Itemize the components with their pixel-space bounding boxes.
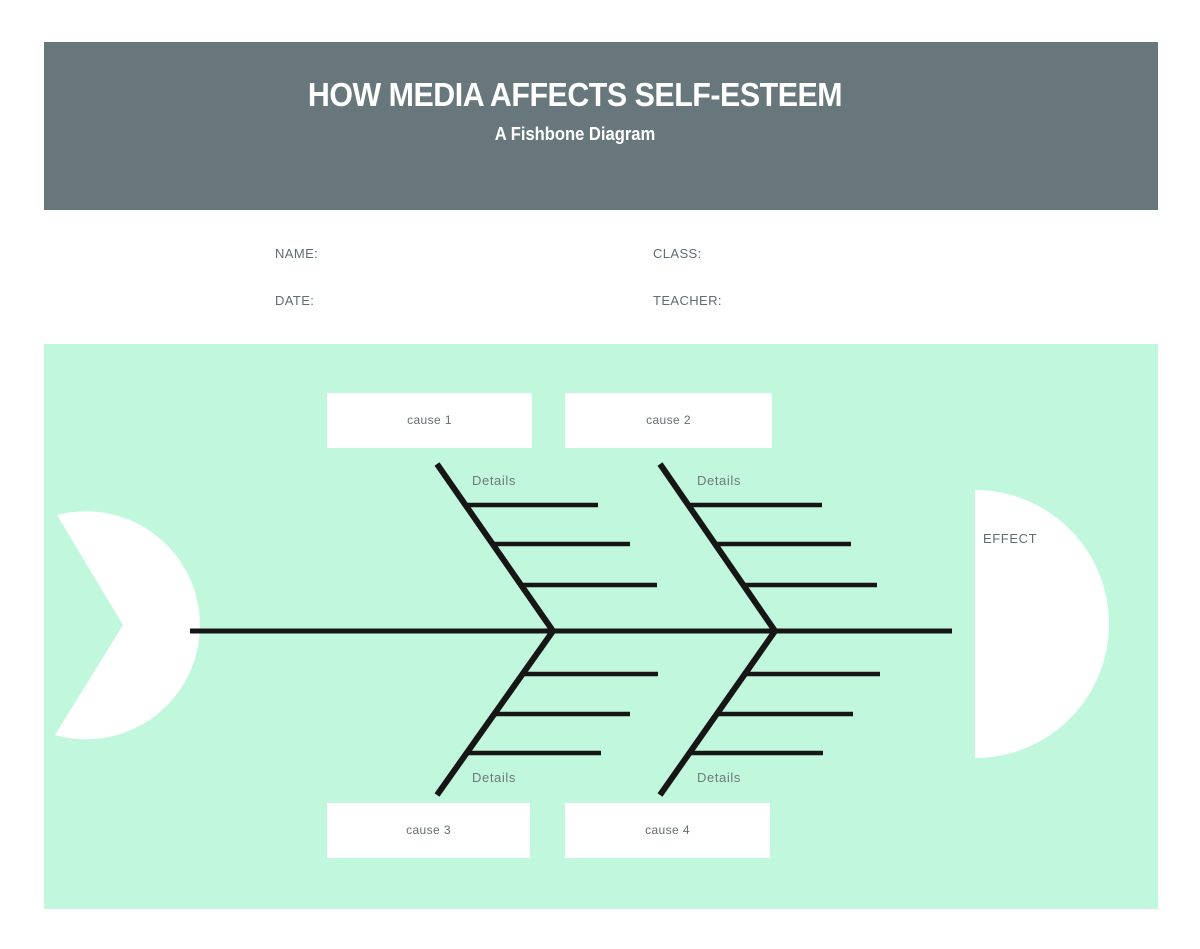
header-text: HOW MEDIA AFFECTS SELF-ESTEEM A Fishbone… xyxy=(18,42,1132,143)
cause-box-label: cause 3 xyxy=(406,823,451,837)
details-label-1: Details xyxy=(472,473,516,488)
details-label-2: Details xyxy=(697,473,741,488)
fish-head-shape xyxy=(975,490,1109,758)
name-label: NAME: xyxy=(275,246,319,261)
fishbone-svg xyxy=(55,462,1109,797)
cause-box-label: cause 1 xyxy=(407,413,452,427)
cause-box-2: cause 2 xyxy=(565,393,772,448)
effect-label: EFFECT xyxy=(983,531,1038,546)
bone-diagonal-cause-2 xyxy=(657,462,778,633)
cause-box-3: cause 3 xyxy=(327,803,530,858)
page-subtitle: A Fishbone Diagram xyxy=(494,124,656,144)
class-label: CLASS: xyxy=(653,246,702,261)
details-label-3: Details xyxy=(472,770,516,785)
fishbone-canvas: cause 1 cause 2 cause 3 cause 4 Details … xyxy=(44,344,1158,909)
page-title: HOW MEDIA AFFECTS SELF-ESTEEM xyxy=(307,76,843,113)
date-label: DATE: xyxy=(275,293,315,308)
cause-box-4: cause 4 xyxy=(565,803,770,858)
header-banner: HOW MEDIA AFFECTS SELF-ESTEEM A Fishbone… xyxy=(44,42,1158,210)
details-label-4: Details xyxy=(697,770,741,785)
fish-tail-shape xyxy=(55,511,200,740)
teacher-label: TEACHER: xyxy=(653,293,722,308)
bone-diagonal-cause-1 xyxy=(434,462,556,633)
cause-box-label: cause 2 xyxy=(646,413,691,427)
cause-box-1: cause 1 xyxy=(327,393,532,448)
cause-box-label: cause 4 xyxy=(645,823,690,837)
